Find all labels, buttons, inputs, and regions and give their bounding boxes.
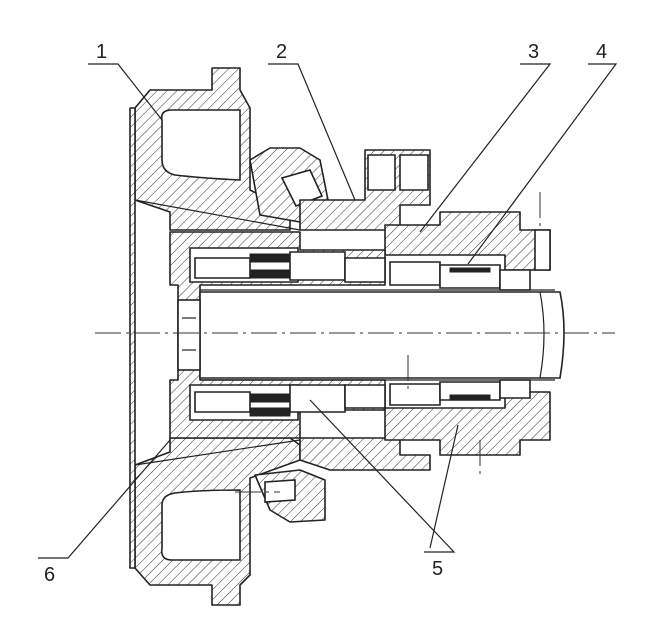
- label-2: 2: [276, 41, 287, 63]
- shaft: [177, 289, 565, 381]
- label-3: 3: [528, 41, 539, 63]
- casing-lower: [134, 437, 326, 606]
- seal-components-upper: [194, 251, 531, 291]
- label-6: 6: [44, 564, 55, 586]
- seal-components-lower: [194, 379, 531, 417]
- casing-front-wall: [129, 107, 301, 569]
- center-lines: [95, 192, 615, 493]
- label-1: 1: [96, 41, 107, 63]
- seal-housing: [299, 149, 431, 471]
- label-5: 5: [432, 558, 443, 580]
- label-4: 4: [596, 41, 607, 63]
- leader-lines: [38, 63, 618, 559]
